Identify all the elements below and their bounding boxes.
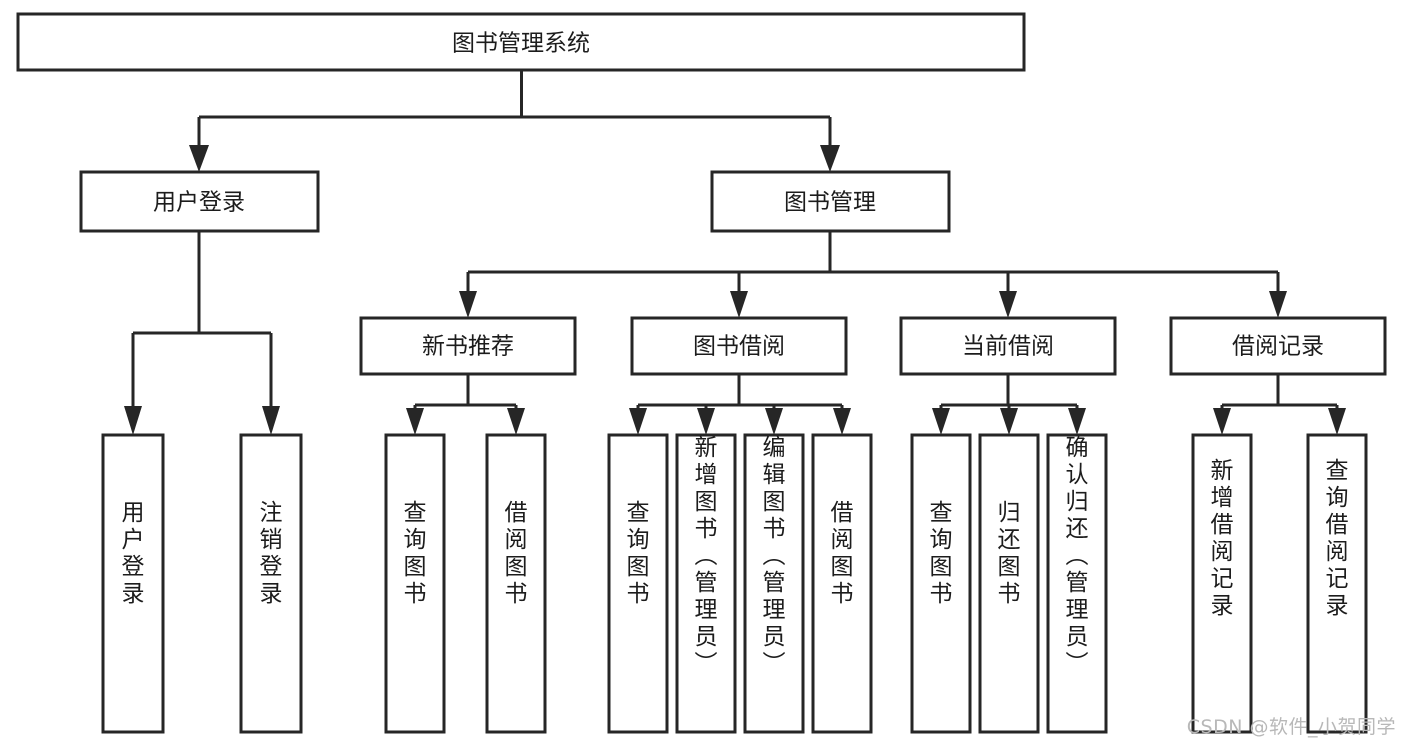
node-leaf-query-book-borrow[interactable]: 查询图书 — [607, 433, 669, 734]
arrow-head-leaf-query-borrow-record — [1328, 408, 1346, 435]
node-leaf-borrow-book-rec-box[interactable] — [485, 433, 547, 734]
node-root[interactable]: 图书管理系统 — [16, 12, 1026, 72]
csdn-watermark: CSDN @软件_小贺同学 — [1187, 716, 1396, 738]
node-leaf-query-book-current[interactable]: 查询图书 — [910, 433, 972, 734]
arrow-head-leaf-confirm-return-admin — [1068, 408, 1086, 435]
node-leaf-query-borrow-record-box[interactable] — [1306, 433, 1368, 734]
arrow-head-leaf-query-book-rec — [406, 408, 424, 435]
node-leaf-add-book-admin-box[interactable] — [675, 433, 737, 734]
node-leaf-borrow-book-rec[interactable]: 借阅图书 — [485, 433, 547, 734]
node-leaf-user-logout[interactable]: 注销登录 — [239, 433, 303, 734]
node-leaf-query-book-current-box[interactable] — [910, 433, 972, 734]
arrow-head-leaf-query-book-borrow — [629, 408, 647, 435]
node-leaf-user-login[interactable]: 用户登录 — [101, 433, 165, 734]
node-leaf-borrow-book-box[interactable] — [811, 433, 873, 734]
node-book-management[interactable]: 图书管理 — [710, 170, 951, 233]
node-leaf-user-logout-box[interactable] — [239, 433, 303, 734]
arrow-head-user-login — [189, 145, 209, 172]
node-leaf-return-book-box[interactable] — [978, 433, 1040, 734]
node-new-book-recommend-label: 新书推荐 — [422, 334, 514, 360]
node-leaf-return-book-label: 归还图书 — [998, 500, 1021, 607]
node-leaf-add-borrow-record[interactable]: 新增借阅记录 — [1191, 433, 1253, 734]
node-borrow-record-box[interactable] — [1169, 316, 1387, 376]
node-book-management-box[interactable] — [710, 170, 951, 233]
node-leaf-query-book-rec[interactable]: 查询图书 — [384, 433, 446, 734]
node-leaf-confirm-return-admin-box[interactable] — [1046, 433, 1108, 734]
node-leaf-borrow-book-label: 借阅图书 — [831, 500, 854, 607]
node-user-login-box[interactable] — [79, 170, 320, 233]
node-leaf-confirm-return-admin[interactable]: 确认归还︵管理员︶ — [1046, 433, 1108, 734]
node-leaf-add-book-admin[interactable]: 新增图书︵管理员︶ — [675, 433, 737, 734]
arrow-head-leaf-borrow-book-rec — [507, 408, 525, 435]
node-leaf-user-login-label: 用户登录 — [122, 500, 145, 607]
connector-layer — [124, 70, 1346, 435]
node-leaf-query-book-current-label: 查询图书 — [930, 500, 953, 607]
node-leaf-confirm-return-admin-label: 确认归还︵管理员︶ — [1066, 435, 1089, 677]
node-borrow-record-label: 借阅记录 — [1232, 334, 1324, 360]
node-book-borrow[interactable]: 图书借阅 — [630, 316, 848, 376]
node-current-borrow-label: 当前借阅 — [962, 334, 1054, 360]
node-current-borrow-box[interactable] — [899, 316, 1117, 376]
node-book-management-label: 图书管理 — [784, 190, 876, 216]
node-root-box[interactable] — [16, 12, 1026, 72]
node-leaf-query-borrow-record[interactable]: 查询借阅记录 — [1306, 433, 1368, 734]
arrow-head-leaf-return-book — [1000, 408, 1018, 435]
arrow-head-book-borrow — [730, 291, 748, 318]
node-leaf-add-borrow-record-label: 新增借阅记录 — [1211, 458, 1234, 619]
node-leaf-user-logout-label: 注销登录 — [260, 500, 283, 607]
node-leaf-return-book[interactable]: 归还图书 — [978, 433, 1040, 734]
node-leaf-query-book-borrow-label: 查询图书 — [627, 500, 650, 607]
arrow-head-leaf-user-logout — [262, 406, 280, 435]
node-borrow-record[interactable]: 借阅记录 — [1169, 316, 1387, 376]
node-leaf-edit-book-admin-box[interactable] — [743, 433, 805, 734]
node-current-borrow[interactable]: 当前借阅 — [899, 316, 1117, 376]
node-new-book-recommend-box[interactable] — [359, 316, 577, 376]
node-root-label: 图书管理系统 — [452, 31, 590, 57]
arrow-head-new-book-recommend — [459, 291, 477, 318]
node-user-login[interactable]: 用户登录 — [79, 170, 320, 233]
node-leaf-borrow-book[interactable]: 借阅图书 — [811, 433, 873, 734]
node-leaf-query-borrow-record-label: 查询借阅记录 — [1326, 458, 1349, 619]
node-leaf-query-book-borrow-box[interactable] — [607, 433, 669, 734]
node-leaf-query-book-rec-label: 查询图书 — [404, 500, 427, 607]
arrow-head-leaf-query-book-current — [932, 408, 950, 435]
arrow-head-leaf-add-borrow-record — [1213, 408, 1231, 435]
arrow-head-current-borrow — [999, 291, 1017, 318]
node-leaf-edit-book-admin[interactable]: 编辑图书︵管理员︶ — [743, 433, 805, 734]
arrow-head-leaf-add-book-admin — [697, 408, 715, 435]
node-leaf-edit-book-admin-label: 编辑图书︵管理员︶ — [763, 435, 786, 677]
arrow-head-leaf-user-login — [124, 406, 142, 435]
arrow-head-borrow-record — [1269, 291, 1287, 318]
node-user-login-label: 用户登录 — [153, 190, 245, 216]
node-book-borrow-box[interactable] — [630, 316, 848, 376]
arrow-head-leaf-edit-book-admin — [765, 408, 783, 435]
node-new-book-recommend[interactable]: 新书推荐 — [359, 316, 577, 376]
arrow-head-leaf-borrow-book — [833, 408, 851, 435]
node-book-borrow-label: 图书借阅 — [693, 334, 785, 360]
node-leaf-borrow-book-rec-label: 借阅图书 — [505, 500, 528, 607]
node-leaf-query-book-rec-box[interactable] — [384, 433, 446, 734]
node-leaf-add-borrow-record-box[interactable] — [1191, 433, 1253, 734]
node-leaf-user-login-box[interactable] — [101, 433, 165, 734]
node-leaf-add-book-admin-label: 新增图书︵管理员︶ — [695, 435, 718, 677]
arrow-head-book-management — [820, 145, 840, 172]
